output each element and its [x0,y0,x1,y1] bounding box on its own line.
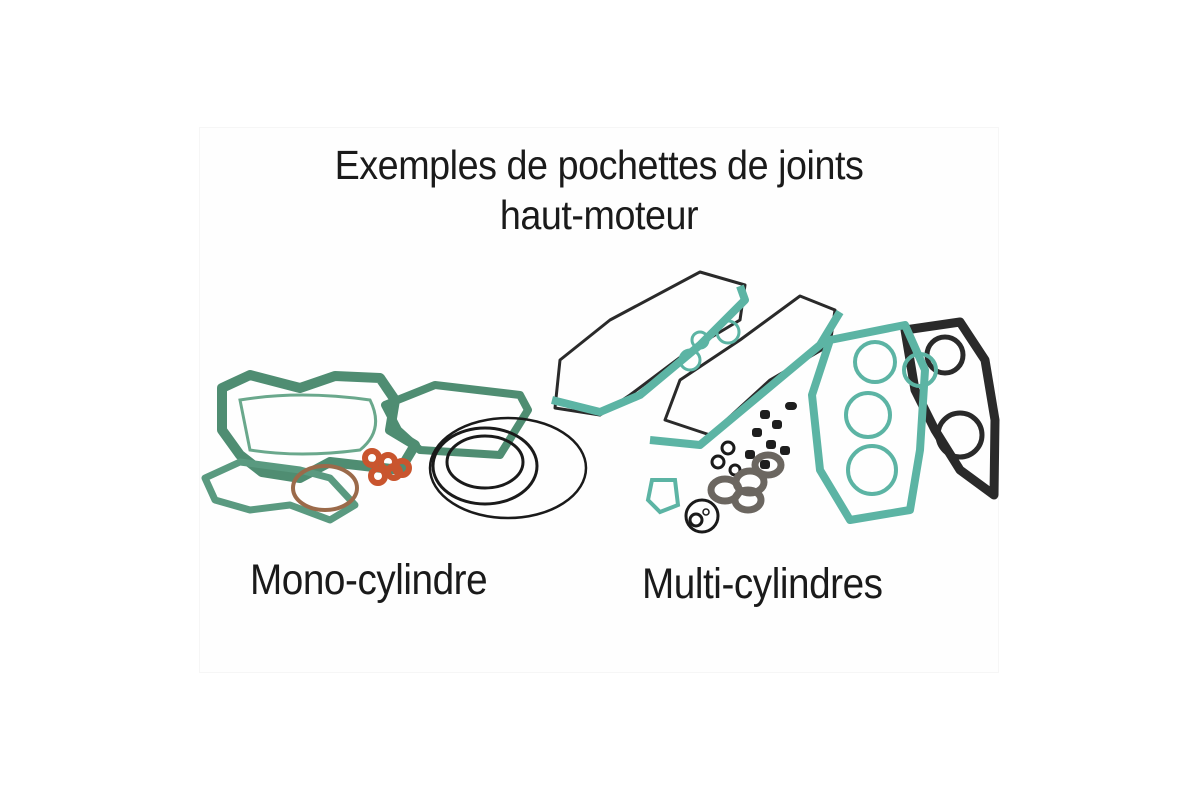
copper-ring [291,464,359,512]
valve-cover-gasket-2-teal [649,309,844,449]
o-rings [428,416,588,520]
exhaust-gasket [201,458,359,524]
title-line-1: Exemples de pochettes de joints [334,142,864,188]
valve-cover-gasket-1-teal [551,284,749,416]
label-multi-cylindres: Multi-cylindres [642,560,883,608]
mono-cylinder-gasket-kit [201,370,588,524]
cylinder-gasket-inner [238,393,378,456]
image-panel [200,128,998,672]
camshaft-seals [678,319,741,372]
metal-rings [707,451,785,514]
multi-cylinder-gasket-kit [551,270,1000,534]
label-mono-cylindre: Mono-cylindre [250,556,488,604]
valve-cover-gasket-2 [663,294,837,437]
copper-washers [362,448,412,486]
valve-cover-gasket-1 [553,270,747,417]
head-gasket [381,381,532,459]
small-gasket [645,478,681,515]
valve-stem-seals [745,402,797,469]
cylinder-base-gasket-teal [808,321,938,524]
title-line-2: haut-moteur [499,192,699,238]
